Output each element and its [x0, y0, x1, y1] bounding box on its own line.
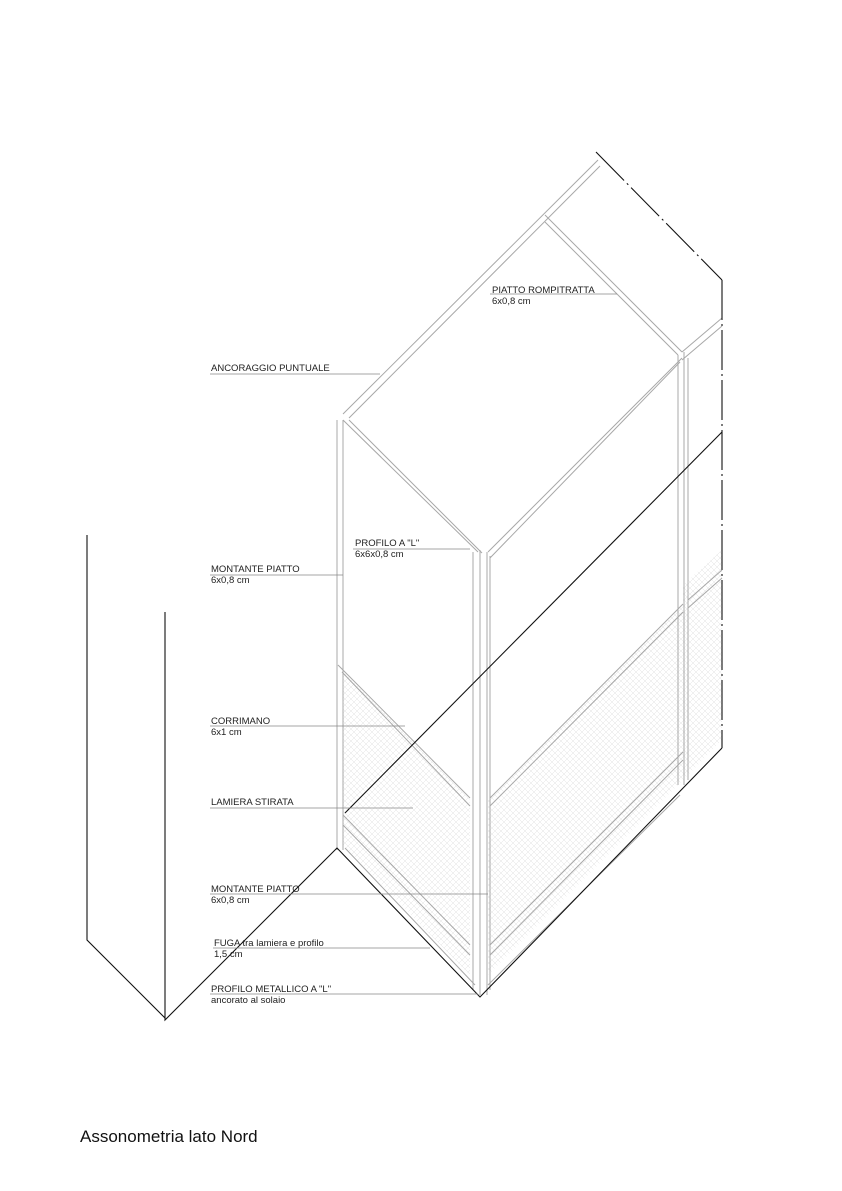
label-spec: 1,5 cm: [214, 949, 243, 960]
label-profilo-metallico: PROFILO METALLICO A "L" ancorato al sola…: [211, 984, 331, 1006]
label-corrimano: CORRIMANO 6x1 cm: [211, 716, 270, 738]
label-montante-top: MONTANTE PIATTO 6x0,8 cm: [211, 564, 300, 586]
label-spec: 6x0,8 cm: [211, 895, 250, 906]
label-spec: 6x1 cm: [211, 727, 242, 738]
label-spec: 6x6x0,8 cm: [355, 549, 404, 560]
label-name: ANCORAGGIO PUNTUALE: [211, 363, 330, 374]
label-spec: 6x0,8 cm: [211, 575, 250, 586]
drawing-title: Assonometria lato Nord: [80, 1127, 258, 1146]
label-spec: ancorato al solaio: [211, 995, 286, 1006]
label-name: MONTANTE PIATTO: [211, 564, 300, 575]
floor-outline: [86, 151, 723, 1022]
label-name: CORRIMANO: [211, 716, 271, 727]
label-fuga: FUGA tra lamiera e profilo 1,5 cm: [214, 938, 324, 960]
leader-lines: [210, 293, 617, 995]
label-name: PIATTO ROMPITRATTA: [492, 285, 595, 296]
label-name: PROFILO A "L": [355, 538, 420, 549]
label-profilo-l: PROFILO A "L" 6x6x0,8 cm: [355, 538, 419, 560]
label-name: PROFILO METALLICO A "L": [211, 984, 332, 995]
label-name: MONTANTE PIATTO: [211, 884, 300, 895]
expanded-metal-panel: [683, 550, 722, 780]
label-lamiera: LAMIERA STIRATA: [211, 797, 294, 808]
expanded-metal-panel: [488, 605, 683, 975]
expanded-metal-panel: [343, 670, 470, 975]
label-ancoraggio: ANCORAGGIO PUNTUALE: [211, 363, 330, 374]
label-montante-bottom: MONTANTE PIATTO 6x0,8 cm: [211, 884, 300, 906]
label-name: LAMIERA STIRATA: [211, 797, 294, 808]
label-name: FUGA tra lamiera e profilo: [214, 938, 324, 949]
label-piatto-rompitratta: PIATTO ROMPITRATTA 6x0,8 cm: [492, 285, 595, 307]
label-spec: 6x0,8 cm: [492, 296, 531, 307]
